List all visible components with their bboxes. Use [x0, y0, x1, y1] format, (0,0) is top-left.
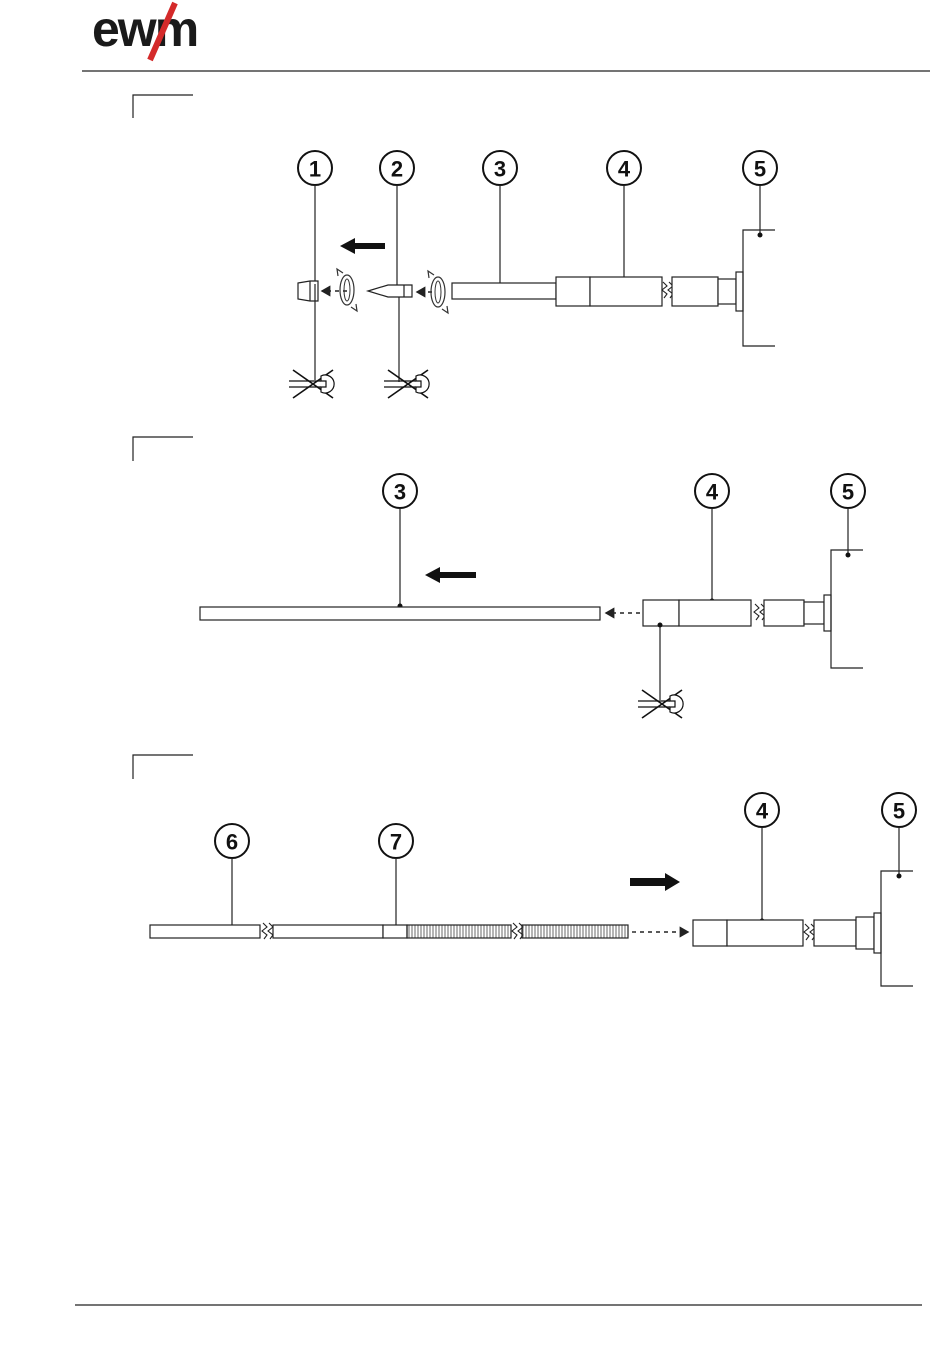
brand-text: ewm: [92, 1, 197, 57]
part-4-body: [679, 600, 751, 626]
part-7-coil: [407, 925, 511, 938]
part-5-housing: [743, 230, 775, 346]
callout-1: 1: [298, 151, 332, 287]
callout-number: 3: [394, 480, 406, 505]
callout-number: 5: [893, 799, 905, 824]
part-3-rod: [200, 607, 600, 620]
part-5-housing: [831, 550, 863, 668]
callout-3: 3: [383, 474, 417, 609]
callout-4: 4: [745, 793, 779, 924]
figure-step-1: 1 2 3 4 5: [133, 95, 777, 398]
callout-number: 1: [309, 157, 321, 182]
header: ewm: [82, 1, 930, 71]
callout-3: 3: [483, 151, 517, 294]
step-box-icon: [133, 755, 193, 779]
part-2-tip: [368, 285, 412, 297]
callout-number: 7: [390, 830, 402, 855]
step-box-icon: [133, 437, 193, 461]
callout-number: 4: [618, 157, 631, 182]
brand-logo: ewm: [92, 1, 197, 60]
callout-2: 2: [380, 151, 414, 293]
callout-number: 5: [842, 480, 854, 505]
step-box-icon: [133, 95, 193, 118]
direction-arrow-icon: [340, 238, 385, 254]
direction-arrow-icon: [630, 873, 680, 891]
part-3-rod: [452, 283, 556, 299]
part-4-body: [727, 920, 803, 946]
part-7-sleeve: [383, 925, 407, 938]
callout-5: 5: [743, 151, 777, 238]
callout-5: 5: [882, 793, 916, 879]
callout-6: 6: [215, 824, 249, 934]
rotate-unscrew-icon: [337, 269, 357, 311]
part-4-body-front: [556, 277, 590, 306]
callout-number: 4: [706, 480, 719, 505]
callout-number: 3: [494, 157, 506, 182]
direction-arrow-icon: [425, 567, 476, 583]
callout-4: 4: [607, 151, 641, 286]
part-4-body-front: [643, 600, 679, 626]
part-4-body-front: [693, 920, 727, 946]
callout-7: 7: [379, 824, 413, 934]
crossed-wrench-icon: [289, 370, 334, 398]
callout-number: 5: [754, 157, 766, 182]
part-5-housing: [881, 871, 913, 986]
callout-4: 4: [695, 474, 729, 604]
callout-number: 4: [756, 799, 769, 824]
rotate-unscrew-icon: [428, 271, 448, 313]
crossed-wrench-icon: [384, 370, 429, 398]
callout-number: 6: [226, 830, 238, 855]
figure-step-2: 3 4 5: [133, 437, 865, 718]
callout-5: 5: [831, 474, 865, 558]
figure-step-3: 6 7 4 5: [133, 755, 916, 986]
part-6-liner: [150, 925, 260, 938]
callout-number: 2: [391, 157, 403, 182]
part-4-body: [590, 277, 662, 306]
